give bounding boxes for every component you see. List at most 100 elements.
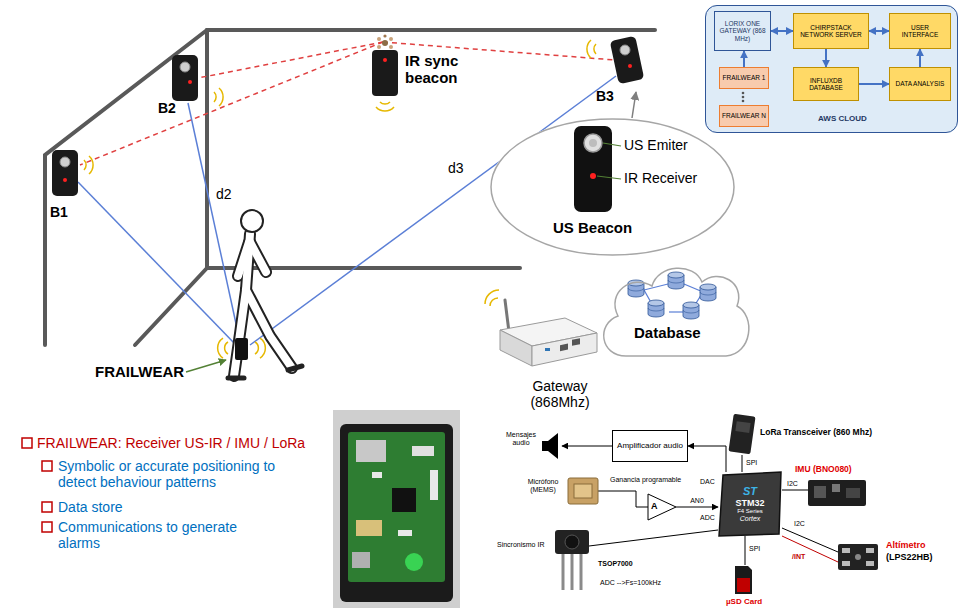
us-beacon-picture <box>574 126 621 212</box>
room-walls <box>135 268 207 345</box>
walking-person <box>234 290 246 376</box>
sd-card-picture <box>735 566 752 594</box>
note-text: ADC -->Fs=100kHz <box>600 579 661 587</box>
us-beacon-picture <box>603 143 621 146</box>
cloud-container: AWS CLOUDLORIX ONE GATEWAY (868 MHz)CHIR… <box>705 5 958 133</box>
connector <box>825 49 827 67</box>
altimeter-chip-picture <box>842 561 850 566</box>
database-cloud-outline <box>596 258 752 370</box>
device-box: FRAILWEAR 1 <box>719 67 769 89</box>
ir-sync-beacon <box>389 37 393 41</box>
ir-sync-beacon <box>376 102 394 111</box>
block-diagram-wires <box>598 491 648 507</box>
room-walls <box>207 28 655 32</box>
node-text: ST <box>743 485 757 498</box>
beacon-b3 <box>610 36 645 84</box>
beacon-name: B2 <box>158 100 176 116</box>
database-cloud-picture <box>683 302 699 319</box>
database-box: INFLUXDB DATABASE <box>793 67 859 101</box>
interface-box: USER INTERFACE <box>889 13 951 49</box>
us-beacon-picture <box>590 173 596 179</box>
node-text: LORIX ONE GATEWAY (868 MHz) <box>717 20 768 42</box>
part-name: (LPS22HB) <box>886 552 933 562</box>
bullet-text: Symbolic or accurate positioning to dete… <box>58 458 308 490</box>
bullet-squares <box>22 438 52 532</box>
beacon-b2 <box>172 55 198 101</box>
beacon-b2 <box>172 55 223 106</box>
imu-board-picture <box>808 480 866 506</box>
triangle-outline <box>648 494 676 520</box>
frailwear-device <box>186 360 226 372</box>
node-text: DATA ANALYSIS <box>896 80 945 87</box>
block-diagram-wires <box>562 446 838 565</box>
part-name: LoRa Transceiver (860 Mhz) <box>760 428 872 438</box>
microphone-picture <box>574 484 592 498</box>
pcb-photo <box>333 410 460 608</box>
lora-chip-picture <box>728 414 755 455</box>
ir-sync-beacon <box>377 37 381 41</box>
distance-name: d3 <box>448 160 464 176</box>
server-box: CHIRPSTACK NETWORK SERVER <box>793 13 869 49</box>
beacon-name: B1 <box>50 204 68 220</box>
database-cloud-picture <box>700 284 716 301</box>
beacon-name: IR sync beacon <box>405 52 477 87</box>
pin-name: /INT <box>792 553 805 561</box>
altimeter-chip-picture <box>842 548 850 553</box>
node-text: CHIRPSTACK NETWORK SERVER <box>796 24 866 39</box>
frailwear-device <box>255 338 265 358</box>
distance-lines <box>78 182 236 345</box>
aws-cloud-ground <box>742 92 745 95</box>
aws-cloud-ground <box>705 5 958 133</box>
altimeter-chip-picture <box>866 548 874 553</box>
bullet-text: Communications to generate alarms <box>58 519 273 551</box>
ir-sync-beacon <box>383 58 387 62</box>
ir-sync-beacon <box>383 34 386 37</box>
tsop-picture <box>580 554 583 590</box>
imu-board-picture <box>832 484 840 492</box>
database-cloud-picture <box>648 300 664 317</box>
frailwear-device <box>186 338 265 372</box>
part-name: Micrófono (MEMS) <box>519 478 567 494</box>
analysis-box: DATA ANALYSIS <box>889 67 951 101</box>
altimeter-chip-picture <box>855 554 861 560</box>
us-beacon-picture <box>574 126 612 212</box>
walking-person <box>228 376 244 381</box>
beacon-b1 <box>60 157 70 167</box>
pcb-photo <box>372 472 382 478</box>
bus-name: SPI <box>746 459 757 467</box>
gateway-picture <box>500 330 532 366</box>
altimeter-chip-picture <box>866 561 874 566</box>
block-diagram-wires <box>782 490 808 491</box>
walking-person <box>250 242 266 272</box>
connector <box>919 49 921 67</box>
gateway-picture <box>572 338 580 346</box>
amplifier-box: Amplificador audio <box>612 430 688 462</box>
frailwear-device <box>218 338 228 358</box>
device-name: FRAILWEAR <box>95 363 184 380</box>
beacon-b2 <box>214 88 223 106</box>
beacon-name: B3 <box>596 88 614 104</box>
room-walls <box>45 30 207 345</box>
callout-ellipse: US EmiterIR ReceiverUS Beacon <box>490 118 735 256</box>
bullet-squares <box>22 438 32 448</box>
pcb-photo <box>333 410 460 608</box>
aws-cloud-ground <box>742 100 745 103</box>
walking-person <box>228 210 302 378</box>
part-name: IMU (BNO080) <box>795 465 852 475</box>
database-cloud: Database <box>596 258 752 370</box>
signal-name: Sincronismo IR <box>497 541 549 549</box>
room-walls <box>207 30 520 268</box>
database-cloud-picture <box>604 268 749 356</box>
gateway-picture <box>560 344 568 352</box>
pin-name: ADC <box>700 514 715 522</box>
database-cloud-picture <box>668 272 684 289</box>
us-beacon-picture <box>589 139 597 147</box>
us-beacon-picture <box>584 134 602 152</box>
sd-card-picture <box>735 566 752 594</box>
lora-chip-picture <box>728 414 755 455</box>
bullet-squares <box>42 461 52 471</box>
bus-name: SPI <box>749 545 760 553</box>
gateway-picture <box>505 300 509 332</box>
beacon-b3 <box>628 64 632 68</box>
tsop-picture <box>571 554 574 590</box>
